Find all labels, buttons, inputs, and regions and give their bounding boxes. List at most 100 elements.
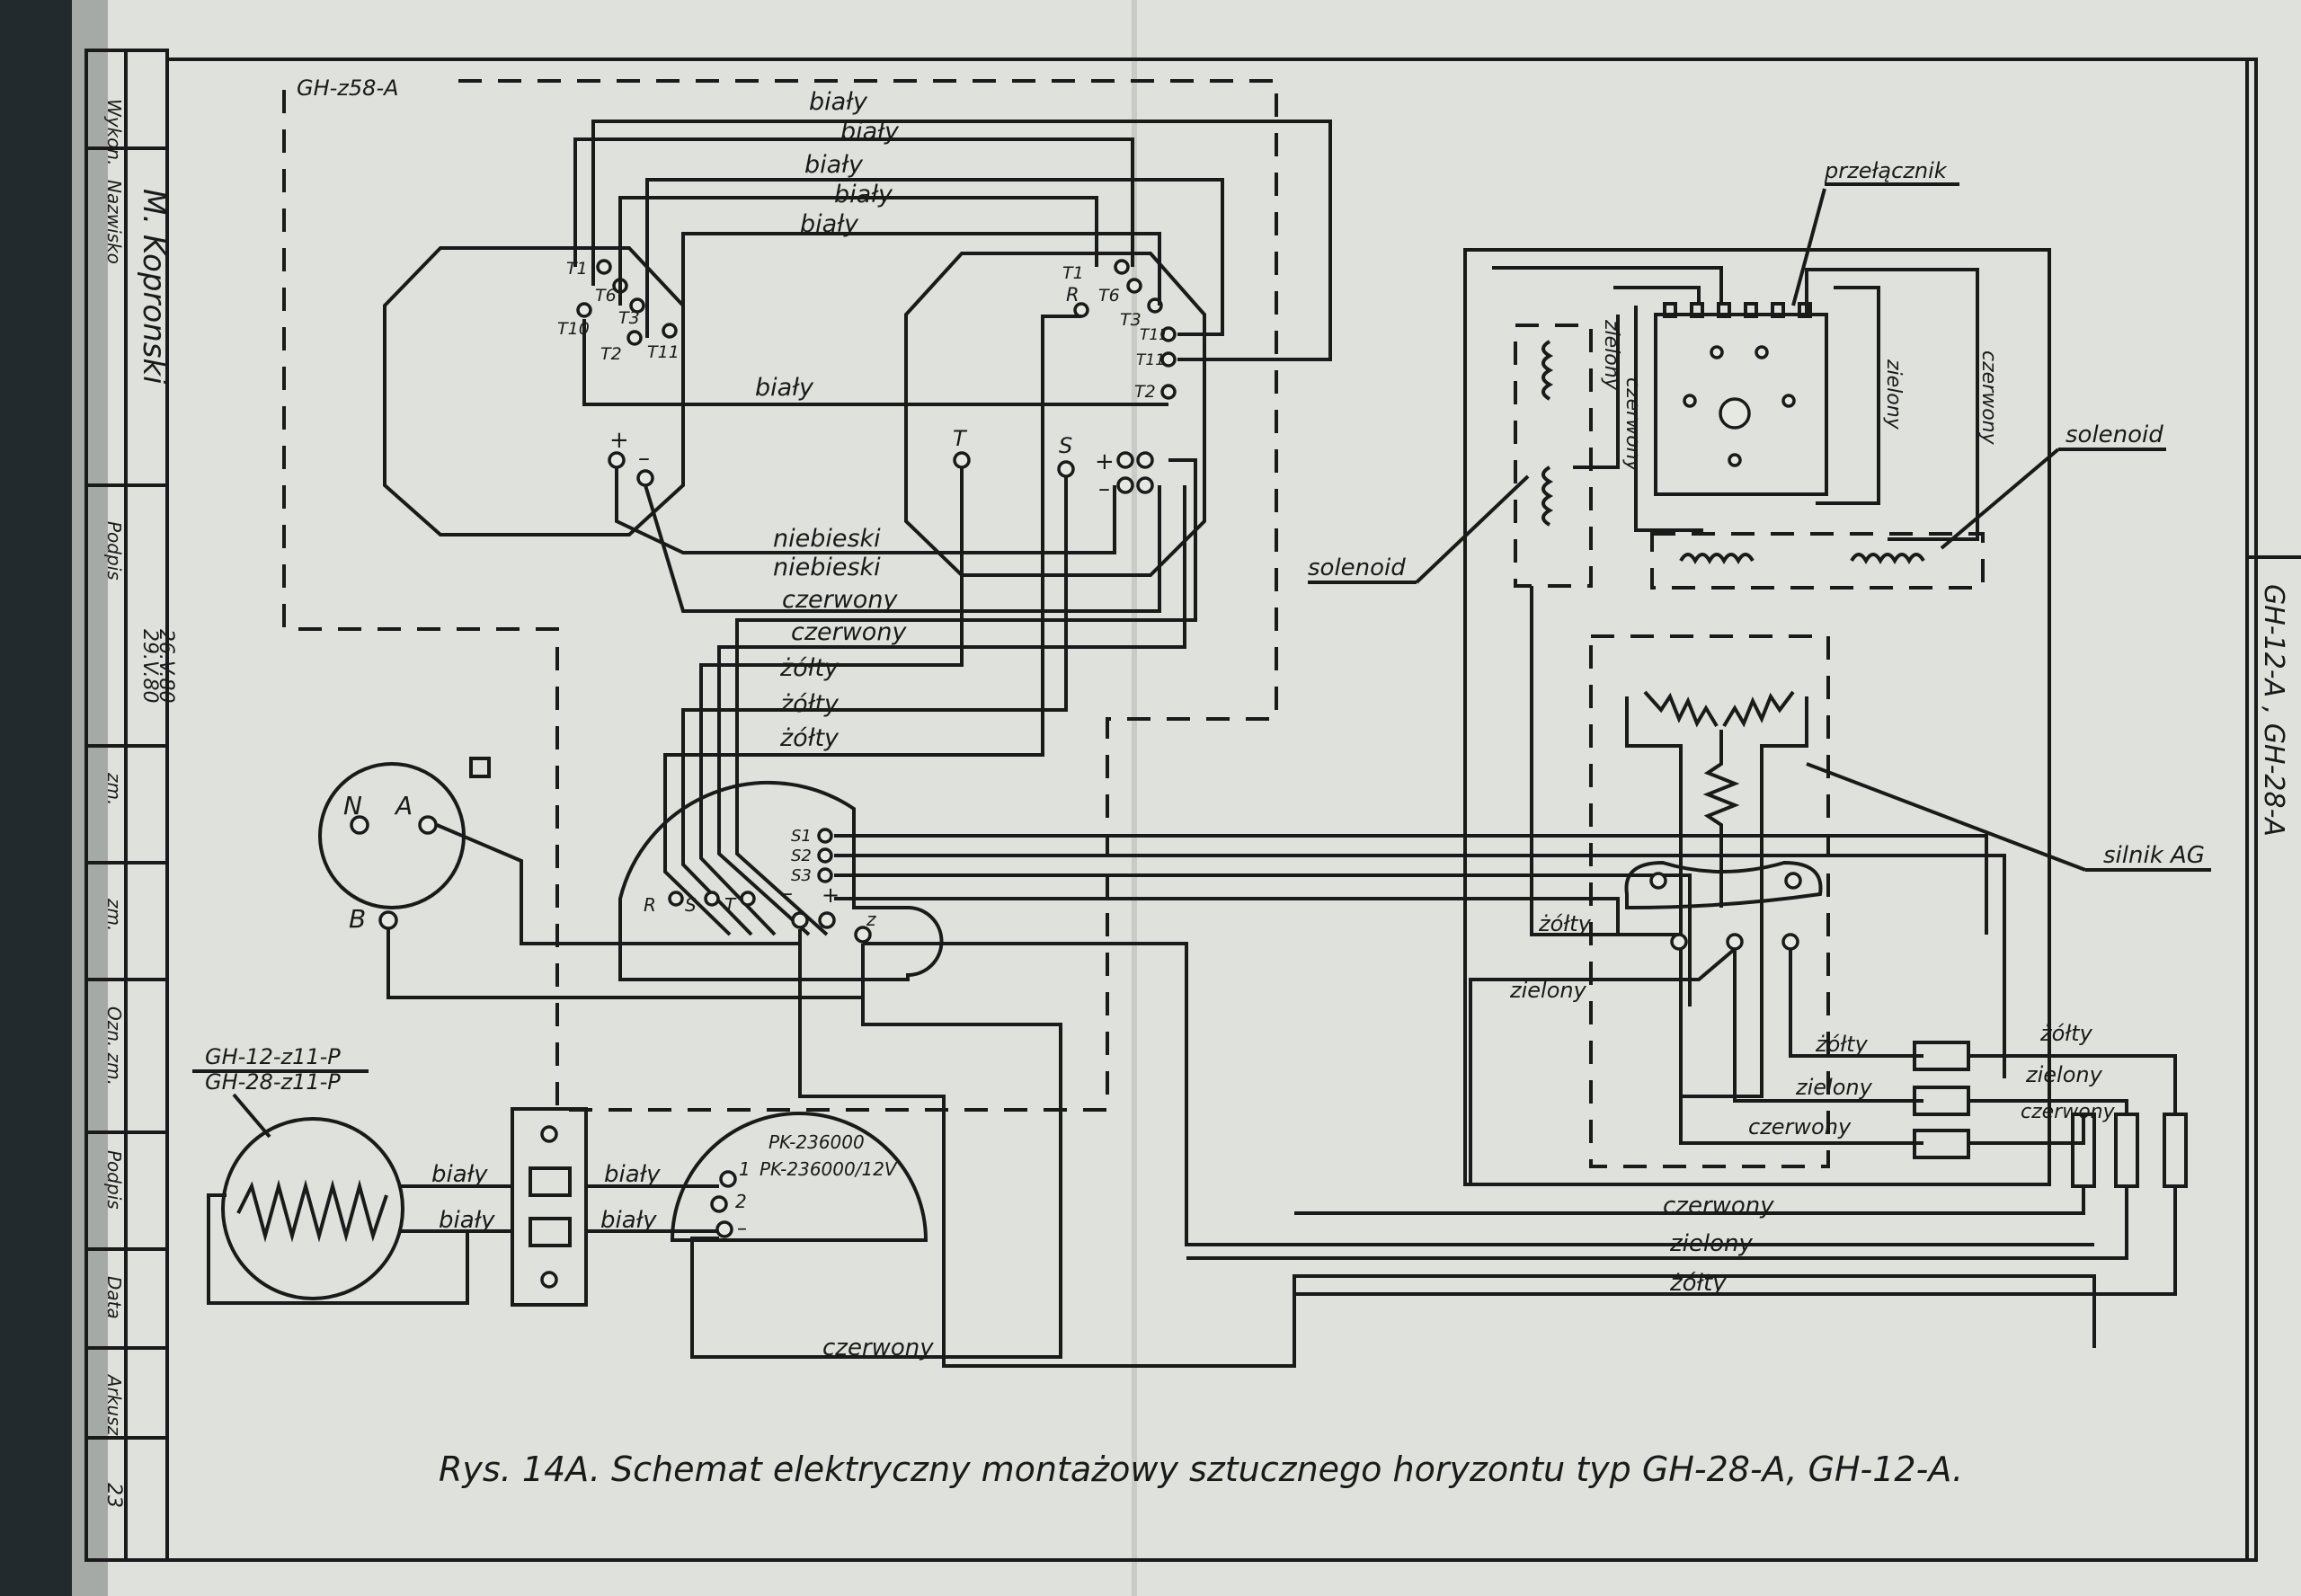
gyro-unit: GH-z58-A T1 T6 T3 T10 T2 T11 + – xyxy=(282,75,1332,1112)
binding-strip xyxy=(0,0,72,1596)
term-left-minus xyxy=(636,469,654,487)
tb-pin-s3 xyxy=(817,867,833,883)
fuse-2 xyxy=(529,1217,572,1247)
fuse-screw-top xyxy=(540,1125,558,1143)
pin-b xyxy=(378,910,398,930)
wire-bialy-6 xyxy=(582,319,1168,406)
switch-contact-4 xyxy=(1744,302,1758,318)
heater-leader xyxy=(232,1093,271,1139)
switch-wire-2 xyxy=(1613,286,1701,304)
lbl-pin-n: N xyxy=(343,791,362,820)
lbl-czerwony-2: czerwony xyxy=(791,618,907,646)
lbl-bialy-4: biały xyxy=(834,181,893,208)
term-right-t1 xyxy=(1114,259,1130,275)
plug-wire-czerwony xyxy=(1679,949,1923,1145)
right-octagon-housing xyxy=(904,252,1206,577)
term-right-minus-b xyxy=(1136,476,1154,494)
fuse-block-body xyxy=(511,1107,588,1307)
solenoid-left-coil-bottom xyxy=(1541,466,1554,527)
lbl-pk-czerwony: czerwony xyxy=(822,1334,934,1361)
lbl-right-t11b: T11 xyxy=(1136,351,1165,369)
plug-out-3 xyxy=(1968,1114,2085,1145)
pk-connector: PK-236000 PK-236000/12V 1 2 – czerwony xyxy=(670,944,1062,1361)
switch-label: przełącznik xyxy=(1824,158,1948,183)
gyro-dashed-boundary xyxy=(282,79,1278,1112)
motor-brush-left xyxy=(1649,872,1667,890)
lbl-motor-zielony: zielony xyxy=(1509,978,1587,1003)
lbl-bialy-3: biały xyxy=(804,151,864,179)
heater: GH-12-z11-P GH-28-z11-P biały biały xyxy=(192,1044,512,1305)
term-right-r xyxy=(1073,302,1089,318)
heater-label-1: GH-12-z11-P xyxy=(205,1044,341,1069)
lbl-bialy-2: biały xyxy=(840,118,900,146)
wire-pin-a xyxy=(436,823,800,945)
tb-sheet-number: 23 xyxy=(102,1483,125,1508)
title-block: Wykon. Nazwisko Podpis zm. zm. Ozn. zm. … xyxy=(84,49,177,1562)
term-right-t11b xyxy=(1160,351,1177,368)
pk-pin-minus xyxy=(715,1220,733,1238)
wire-pk-czerwony xyxy=(690,944,1062,1359)
solenoid-left-leader xyxy=(1415,474,1530,584)
lbl-fuse-bialy-1: biały xyxy=(604,1161,661,1188)
solenoid-left-box xyxy=(1514,324,1593,588)
switch-contact-3 xyxy=(1717,302,1731,318)
term-right-t2 xyxy=(1160,384,1177,400)
wire-zolty-3 xyxy=(663,315,1081,936)
tb-pin-t xyxy=(740,891,756,907)
wire-bialy-1 xyxy=(573,137,1134,267)
tb-pin-r xyxy=(668,891,684,907)
pin-n xyxy=(350,815,369,835)
motor-label: silnik AG xyxy=(2103,842,2205,869)
term-right-t11a xyxy=(1160,326,1177,342)
fuse-1 xyxy=(529,1166,572,1197)
motor-term-2 xyxy=(1726,933,1744,951)
connector-key xyxy=(469,757,491,778)
motor-term-3 xyxy=(1781,933,1799,951)
lbl-motor-zolty: żółty xyxy=(1538,911,1592,936)
term-right-plus-b xyxy=(1136,451,1154,469)
harness-wires: niebieski niebieski czerwony czerwony żó… xyxy=(615,315,1197,936)
motor-unit-frame xyxy=(1463,248,2051,1186)
lbl-fuse-bialy-2: biały xyxy=(600,1207,657,1234)
tb-author: M. Kopronski xyxy=(136,189,172,385)
lbl-long-zielony: zielony xyxy=(1669,1230,1753,1257)
lbl-tb-r: R xyxy=(644,894,656,916)
lbl-plug-zolty-1: żółty xyxy=(1815,1032,1869,1057)
lbl-plug-czerwony-1: czerwony xyxy=(1748,1114,1852,1139)
tb-date-2: 26.V.80 xyxy=(155,629,177,704)
heater-wire-return xyxy=(207,1193,469,1305)
left-terminals: T1 T6 T3 T10 T2 T11 + – xyxy=(557,259,680,487)
switch-wire-zielony-right xyxy=(1816,286,1880,505)
figure-caption: Rys. 14A. Schemat elektryczny montażowy … xyxy=(439,1450,1963,1489)
lbl-long-zolty: żółty xyxy=(1669,1270,1727,1297)
pk-body xyxy=(670,1112,928,1242)
lbl-left-t6: T6 xyxy=(595,286,617,306)
wire-bialy-4 xyxy=(645,178,1224,338)
tb-row-7: Podpis xyxy=(103,1150,125,1210)
lbl-pin-b: B xyxy=(349,904,366,934)
term-left-t11 xyxy=(662,323,678,339)
lbl-pin-a: A xyxy=(394,791,413,820)
lbl-switch-czerwony-1: czerwony xyxy=(1621,377,1644,473)
tb-row-9: Arkusz xyxy=(103,1373,125,1436)
plug-wire-zielony xyxy=(1733,949,1923,1103)
lbl-left-t11: T11 xyxy=(647,342,680,362)
fuse-screw-bottom xyxy=(540,1271,558,1289)
wire-czerwony-pk xyxy=(798,929,2096,1368)
lbl-left-t3: T3 xyxy=(618,308,640,328)
wire-czerwony-2 xyxy=(717,485,1186,936)
wire-to-plug xyxy=(863,942,2094,1246)
plug-contacts: żółty zielony czerwony żółty zielony cze… xyxy=(1186,949,2188,1297)
heater-body xyxy=(221,1117,404,1300)
lbl-left-t1: T1 xyxy=(566,259,588,279)
lbl-bialy-1: biały xyxy=(809,88,868,116)
lbl-right-t6: T6 xyxy=(1098,286,1120,306)
long-wire-zielony xyxy=(1186,1186,2128,1260)
solenoid-right-leader xyxy=(1940,448,2060,550)
lbl-switch-zielony-1: zielony xyxy=(1600,319,1622,391)
motor-wire-zolty xyxy=(1530,586,1679,936)
wire-bialy-2 xyxy=(591,120,1332,361)
term-right-t6 xyxy=(1126,278,1142,294)
